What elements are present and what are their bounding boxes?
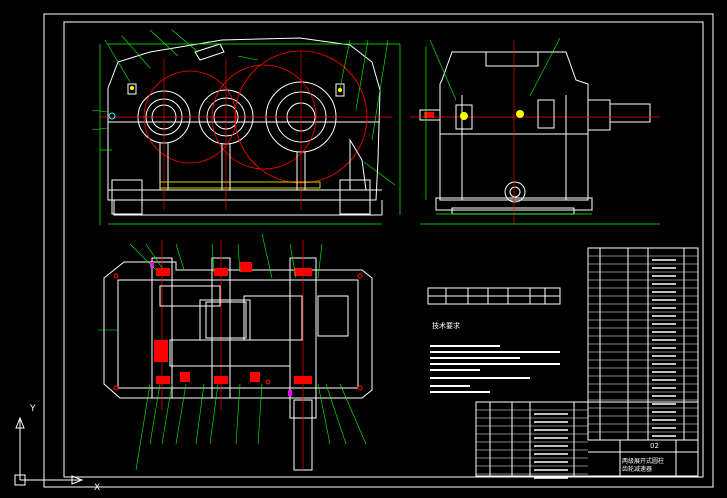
parts-list-rows (588, 255, 698, 437)
top-view (98, 233, 373, 471)
tech-requirements-lines (430, 345, 560, 393)
title-block-rows (476, 409, 588, 479)
tech-requirements-title: 技术要求 (432, 322, 460, 330)
title-block (475, 401, 699, 477)
drawing-name-line2: 齿轮减速器 (622, 466, 653, 473)
sheet-code: 02 (650, 442, 659, 450)
ucs-x-label: X (94, 483, 101, 493)
spec-table (427, 287, 561, 305)
side-view (410, 37, 660, 225)
inner-frame-border (63, 21, 704, 478)
front-view (91, 29, 401, 225)
ucs-y-label: Y (30, 404, 36, 414)
ucs-icon (14, 416, 84, 486)
outer-sheet-border (43, 13, 714, 488)
drawing-name-line1: 两级展开式圆柱 (622, 458, 665, 465)
